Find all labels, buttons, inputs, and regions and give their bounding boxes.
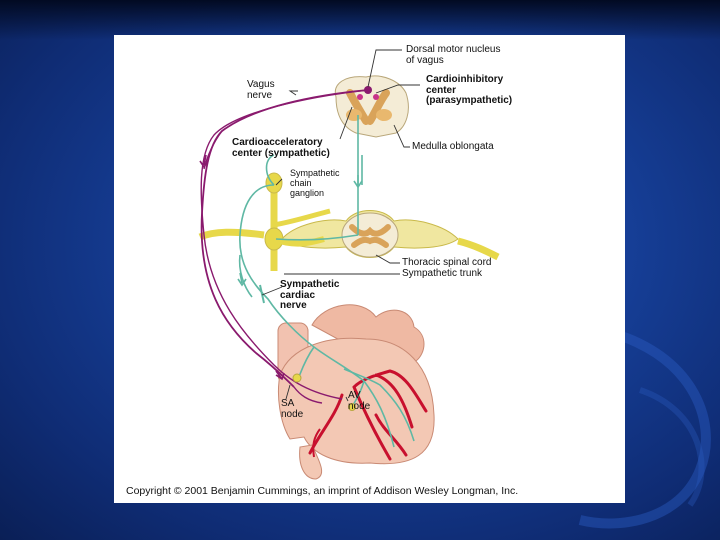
copyright-notice: Copyright © 2001 Benjamin Cummings, an i… bbox=[126, 485, 518, 497]
label-sa-node-line2: node bbox=[281, 409, 303, 420]
label-cardioacceleratory-line2: center (sympathetic) bbox=[232, 148, 330, 159]
label-vagus-nerve-line1: Vagus bbox=[247, 79, 275, 90]
label-cardioinhibitory-line3: (parasympathetic) bbox=[426, 95, 512, 106]
label-cardioinhibitory-line2: center bbox=[426, 85, 456, 96]
label-cardiac-nerve-line1: Sympathetic bbox=[280, 279, 339, 290]
label-sympathetic-trunk: Sympathetic trunk bbox=[402, 269, 482, 280]
label-chain-ganglion-line1: Sympathetic bbox=[290, 168, 340, 178]
label-dorsal-motor-nucleus-line1: Dorsal motor nucleus bbox=[406, 44, 500, 55]
label-chain-ganglion-line3: ganglion bbox=[290, 188, 324, 198]
diagram-artwork bbox=[114, 35, 625, 503]
label-medulla-oblongata: Medulla oblongata bbox=[412, 142, 494, 153]
label-av-node-line1: AV bbox=[348, 390, 361, 401]
thoracic-spinal-cord-section bbox=[200, 211, 498, 258]
label-vagus-nerve-line2: nerve bbox=[247, 90, 272, 101]
label-av-node-line2: node bbox=[348, 401, 370, 412]
sa-node-marker bbox=[293, 374, 301, 382]
label-chain-ganglion-line2: chain bbox=[290, 178, 312, 188]
label-cardiac-nerve-line3: nerve bbox=[280, 300, 307, 311]
label-thoracic-spinal-cord: Thoracic spinal cord bbox=[402, 258, 491, 269]
label-sa-node-line1: SA bbox=[281, 398, 294, 409]
label-dorsal-motor-nucleus-line2: of vagus bbox=[406, 55, 444, 66]
label-cardioinhibitory-line1: Cardioinhibitory bbox=[426, 74, 503, 85]
label-cardioacceleratory-line1: Cardioacceleratory bbox=[232, 137, 323, 148]
label-cardiac-nerve-line2: cardiac bbox=[280, 290, 315, 301]
